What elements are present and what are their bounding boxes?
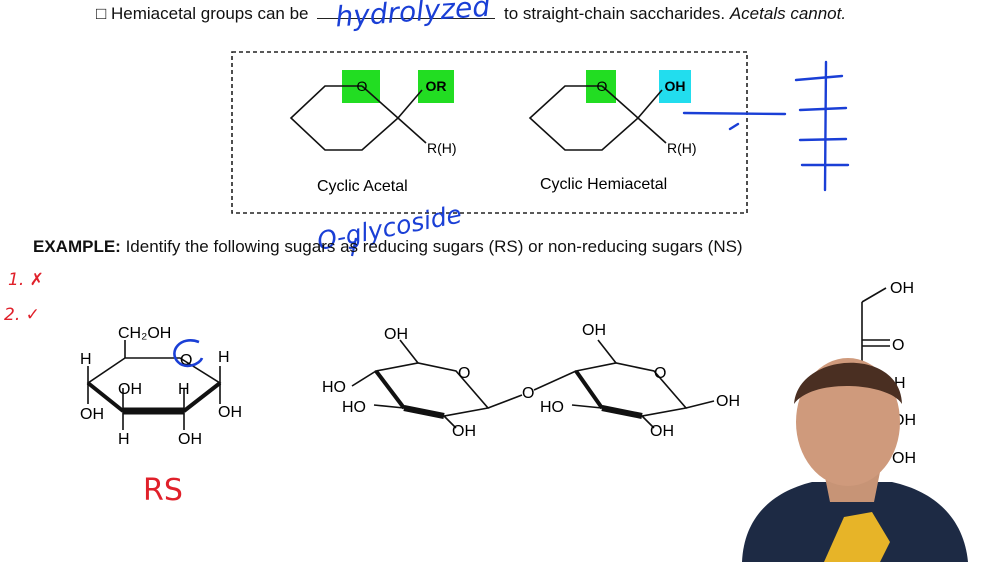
- s1-label-4: OH: [80, 406, 104, 423]
- example-prompt: EXAMPLE: Identify the following sugars a…: [33, 237, 743, 257]
- handwritten-hydrolyzed: hydrolyzed: [334, 0, 491, 33]
- d-right-label-2: OH: [650, 423, 674, 440]
- example-label: EXAMPLE:: [33, 237, 121, 256]
- cyclic-hemiacetal: O OH R(H) Cyclic Hemiacetal: [528, 70, 697, 193]
- fischer-row-0: H: [894, 375, 906, 392]
- example-text: Identify the following sugars as reducin…: [125, 237, 743, 256]
- ch2oh-label: CH₂OH: [118, 325, 171, 342]
- red-list-1: 1. ✗: [8, 270, 44, 290]
- s1-label-6: H: [118, 431, 130, 448]
- d-right-label-1: HO: [540, 399, 564, 416]
- hemiacetal-statement: □ Hemiacetal groups can be to straight-c…: [96, 4, 846, 24]
- presenter-video: [742, 358, 968, 562]
- d-left-label-1: HO: [322, 379, 346, 396]
- fischer-row-2: OH: [892, 450, 916, 467]
- bridge-o: O: [522, 385, 534, 402]
- sugar-1-haworth: CH₂OH O H H OH H OH OH H OH RS: [80, 325, 242, 508]
- o-glycoside-stroke: [350, 237, 358, 257]
- s1-label-5: OH: [218, 404, 242, 421]
- disaccharide: OH HO HO OH O O OH HO OH OH O: [322, 322, 740, 440]
- d-right-label-3: OH: [716, 393, 740, 410]
- oh-highlight: [659, 70, 691, 103]
- fischer-top-oh: OH: [890, 280, 914, 297]
- hemiacetal-rh: R(H): [667, 140, 697, 156]
- rs-annotation: RS: [143, 473, 183, 508]
- d-right-label-0: OH: [582, 322, 606, 339]
- d-left-label-3: OH: [452, 423, 476, 440]
- acetal-ring-o: O: [357, 78, 368, 94]
- d-left-ring-o: O: [458, 365, 470, 382]
- or-highlight: [418, 70, 454, 103]
- hemiacetal-caption: Cyclic Hemiacetal: [540, 176, 667, 193]
- d-left-label-0: OH: [384, 326, 408, 343]
- statement-part3: Acetals cannot.: [729, 4, 847, 23]
- d-right-ring-o: O: [654, 365, 666, 382]
- s1-label-0: H: [80, 351, 92, 368]
- fischer-carbonyl-o: O: [892, 337, 904, 354]
- comparison-box: [231, 51, 748, 214]
- checkbox-icon: □: [96, 4, 107, 23]
- blue-circle-mark: [173, 339, 204, 368]
- acetal-caption: Cyclic Acetal: [317, 178, 408, 195]
- s1-label-7: OH: [178, 431, 202, 448]
- ink-sketch-right: [682, 60, 850, 192]
- acetal-rh: R(H): [427, 140, 457, 156]
- red-list-2: 2. ✓: [4, 305, 40, 325]
- fill-in-blank: [317, 6, 496, 19]
- d-left-label-2: HO: [342, 399, 366, 416]
- statement-part2: to straight-chain saccharides.: [504, 4, 726, 23]
- cyclic-acetal: O OR R(H) Cyclic Acetal: [289, 70, 457, 195]
- s1-label-2: OH: [118, 381, 142, 398]
- hemiacetal-oh: OH: [665, 78, 686, 94]
- statement-part1: Hemiacetal groups can be: [111, 4, 309, 23]
- acetal-or: OR: [426, 78, 447, 94]
- s1-label-3: H: [178, 381, 190, 398]
- s1-label-1: H: [218, 349, 230, 366]
- hemiacetal-ring-o: O: [597, 78, 608, 94]
